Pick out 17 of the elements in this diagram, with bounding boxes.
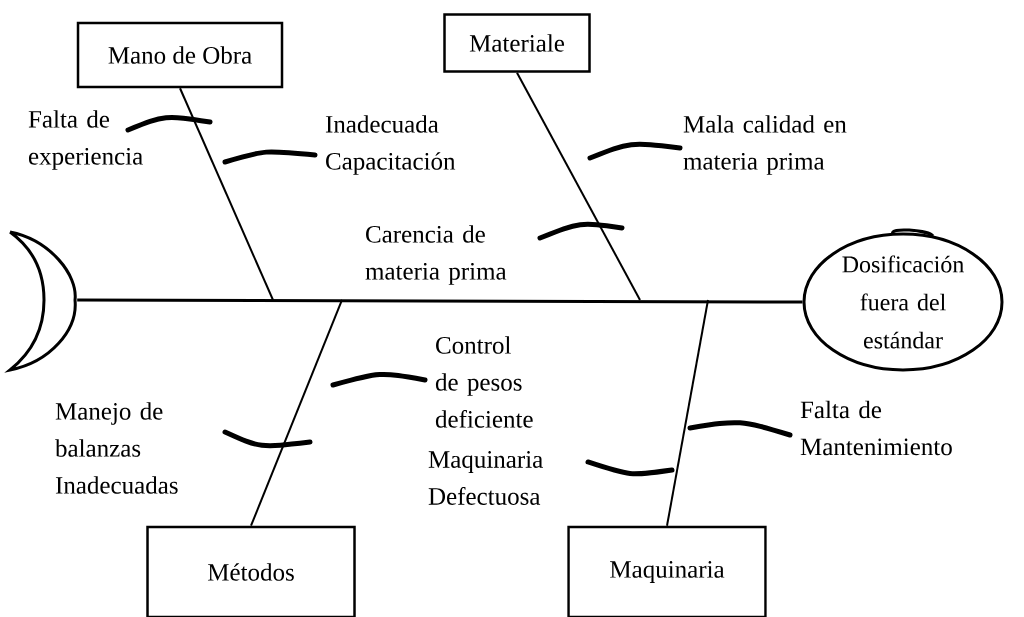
- cause-label: Manejo de balanzas Inadecuadas: [55, 402, 178, 494]
- cause-label: Falta de experiencia: [28, 110, 143, 170]
- cause-label: Carencia de materia prima: [365, 225, 507, 285]
- category-box: Mano de Obra: [76, 21, 284, 89]
- category-box: Métodos: [146, 525, 356, 617]
- category-box: Materiale: [443, 13, 591, 73]
- cause-label: Inadecuada Capacitación: [325, 115, 456, 175]
- cause-label: Control de pesos deficiente: [435, 336, 533, 428]
- fish-spine: [77, 298, 803, 304]
- category-box: Maquinaria: [567, 525, 767, 617]
- cause-label: Mala calidad en materia prima: [683, 115, 847, 175]
- category-bone: [250, 299, 343, 527]
- cause-label: Falta de Mantenimiento: [800, 400, 952, 456]
- category-bone: [516, 71, 641, 301]
- category-bone: [666, 299, 709, 527]
- category-bone: [179, 87, 274, 301]
- cause-label: Maquinaria Defectuosa: [428, 451, 543, 505]
